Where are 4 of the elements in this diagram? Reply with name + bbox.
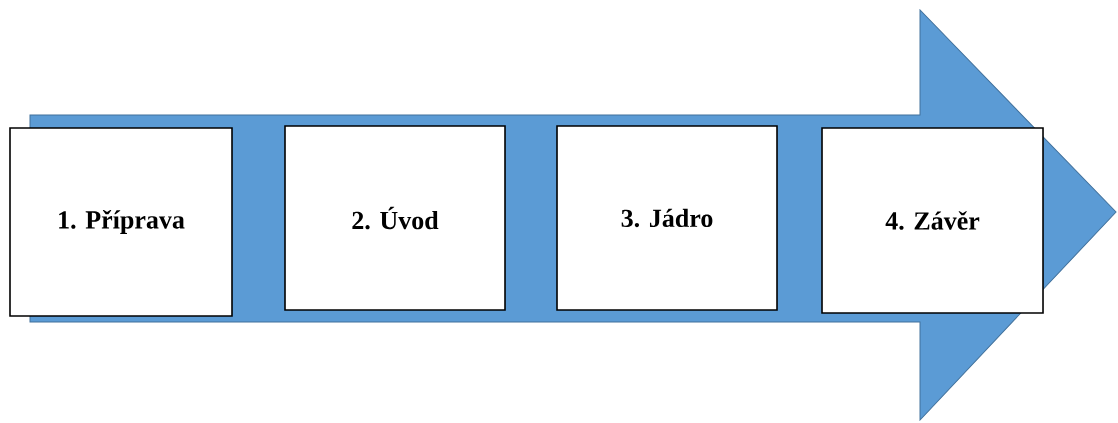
step-box: 2. Úvod: [284, 125, 506, 311]
step-box: 1. Příprava: [9, 127, 233, 317]
step-box: 4. Závěr: [821, 127, 1044, 314]
step-box: 3. Jádro: [556, 125, 778, 311]
